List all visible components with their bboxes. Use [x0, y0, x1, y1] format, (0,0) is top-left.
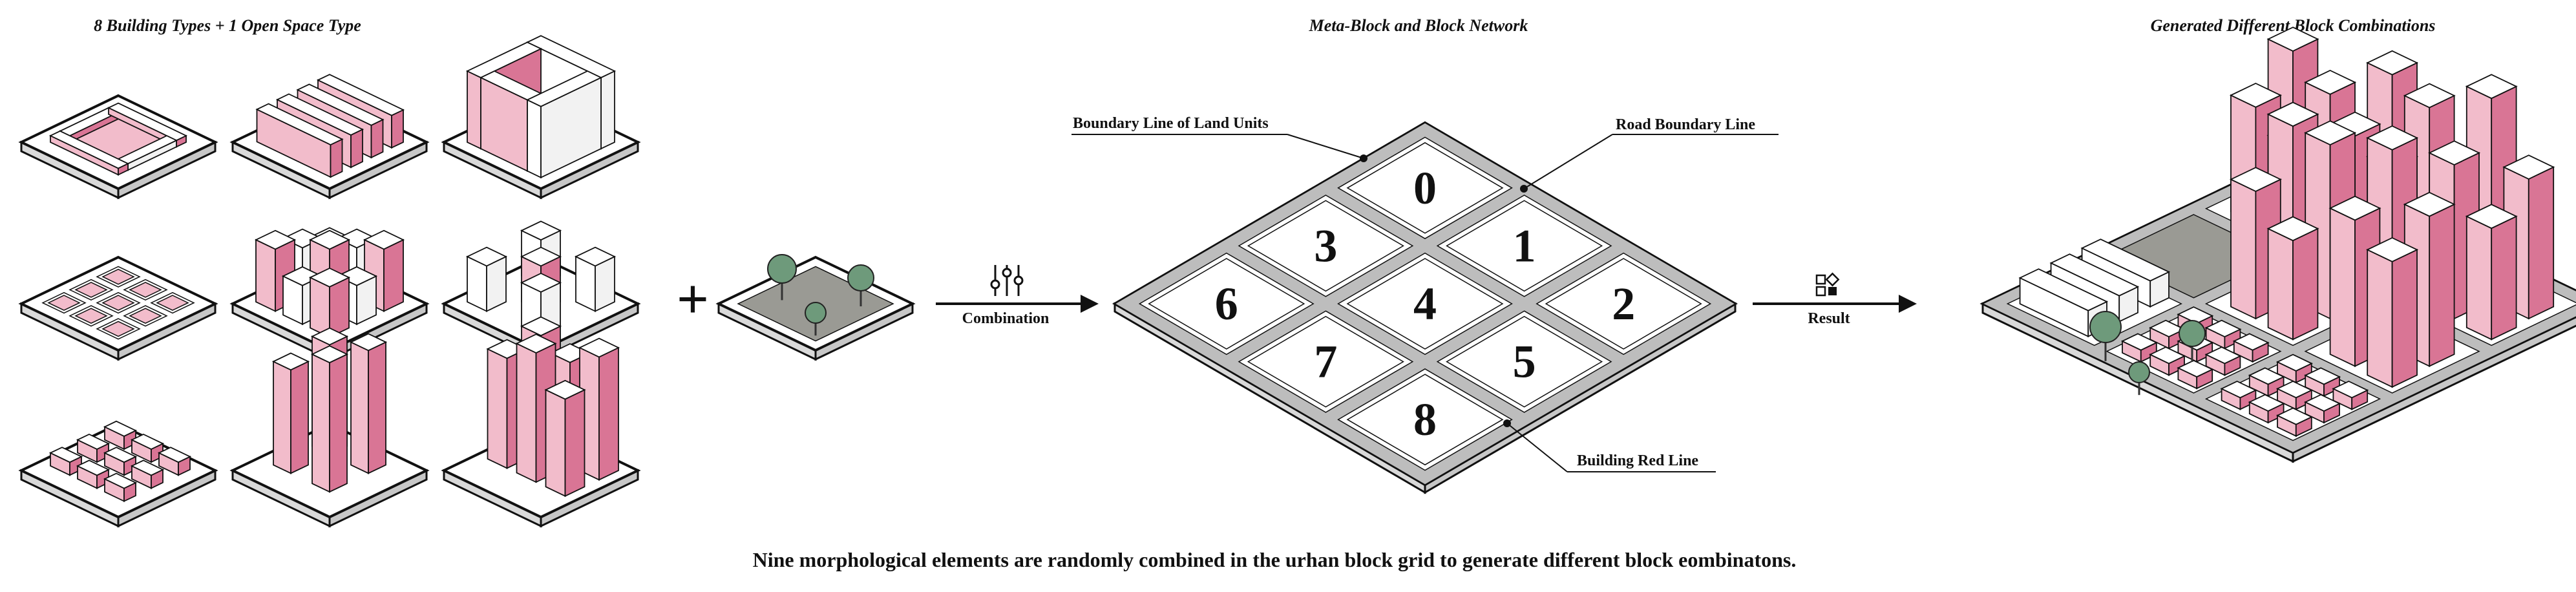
- tree-icon: [2089, 311, 2122, 361]
- open-space-tile: [715, 254, 916, 361]
- grid-number: 2: [1612, 278, 1635, 330]
- building-type-tile: [229, 227, 430, 361]
- building-type-tile: [441, 220, 641, 361]
- building: [465, 246, 508, 312]
- building: [2332, 381, 2369, 410]
- building: [48, 130, 130, 176]
- plot-inner: [129, 282, 162, 298]
- building-red-line: [1446, 200, 1603, 292]
- building: [2232, 333, 2270, 363]
- label-building-red-line: Building Red Line: [1577, 452, 1698, 469]
- building: [2275, 381, 2313, 410]
- building-type-tile: [18, 94, 218, 200]
- header-meta-block: Meta-Block and Block Network: [1309, 16, 1528, 35]
- building: [2220, 381, 2257, 410]
- building-type-tile: [441, 35, 641, 200]
- grid-number: 7: [1314, 336, 1337, 388]
- building-type-tile: [18, 420, 218, 528]
- building: [271, 352, 310, 474]
- tree-icon: [767, 254, 797, 301]
- plot-inner: [47, 295, 81, 311]
- building: [2149, 346, 2186, 376]
- building-type-tile: [229, 327, 430, 528]
- building: [2204, 346, 2242, 376]
- building: [2304, 394, 2341, 424]
- combination-arrow: Combination: [936, 265, 1099, 327]
- plot-inner: [74, 282, 108, 298]
- meta-block-grid: 0 1 2 3 4 5 6 7 8: [1112, 121, 1738, 494]
- building: [2248, 367, 2285, 397]
- building: [107, 102, 188, 148]
- grid-number: 1: [1513, 220, 1536, 271]
- caption: Nine morphological elements are randomly…: [753, 548, 1797, 571]
- building: [310, 345, 349, 493]
- building: [2275, 407, 2313, 438]
- result-label: Result: [1808, 310, 1850, 327]
- tree-icon: [2179, 320, 2206, 362]
- grid-number: 0: [1413, 162, 1437, 214]
- building-red-line: [1346, 374, 1504, 466]
- building-type-tile: [229, 74, 430, 200]
- plot-inner: [101, 295, 135, 311]
- building-red-line: [1346, 258, 1504, 350]
- building: [574, 246, 617, 312]
- plot-inner: [101, 268, 135, 285]
- building-red-line: [1346, 142, 1504, 234]
- building: [349, 333, 388, 474]
- building: [308, 268, 351, 339]
- building: [2177, 359, 2214, 390]
- building: [525, 70, 603, 179]
- building: [76, 460, 111, 489]
- tree-icon: [847, 264, 874, 306]
- building: [103, 472, 138, 502]
- tree-icon: [805, 302, 827, 336]
- building: [2248, 394, 2285, 424]
- building-type-tile: [18, 255, 218, 361]
- plot-inner: [101, 321, 135, 337]
- result-arrow: Result: [1753, 272, 1917, 327]
- building: [255, 103, 344, 178]
- building-red-line: [1446, 315, 1603, 408]
- building-red-line: [1148, 258, 1305, 350]
- plot-inner: [74, 308, 108, 324]
- building-red-line: [1247, 315, 1404, 408]
- label-road-boundary: Road Boundary Line: [1616, 116, 1755, 133]
- annotation-boundary-land-units: Boundary Line of Land Units: [1072, 115, 1367, 162]
- building: [130, 460, 165, 489]
- grid-number: 8: [1413, 394, 1437, 445]
- building: [2266, 216, 2319, 341]
- grid-squares-icon: [1815, 272, 1840, 297]
- label-boundary-land-units: Boundary Line of Land Units: [1073, 115, 1269, 132]
- grid-number: 5: [1513, 336, 1536, 388]
- building-type-tiles: [18, 35, 641, 528]
- building: [2465, 204, 2518, 341]
- combination-label: Combination: [962, 310, 1050, 327]
- building: [544, 379, 586, 498]
- annotation-road-boundary: Road Boundary Line: [1520, 116, 1779, 193]
- building: [2366, 237, 2419, 388]
- building: [2120, 333, 2158, 363]
- grid-number: 4: [1413, 278, 1437, 330]
- plot-inner: [156, 295, 189, 311]
- tree-icon: [2128, 361, 2150, 396]
- building: [103, 420, 138, 450]
- building-red-line: [1247, 200, 1404, 292]
- building-red-line: [1545, 258, 1702, 350]
- building: [157, 447, 192, 476]
- grid-number: 3: [1314, 220, 1337, 271]
- sliders-icon: [990, 265, 1024, 296]
- plot-inner: [129, 308, 162, 324]
- plus-sign: +: [677, 268, 709, 331]
- result-block: [1980, 26, 2576, 463]
- grid-number: 6: [1215, 278, 1238, 330]
- header-building-types: 8 Building Types + 1 Open Space Type: [94, 16, 361, 35]
- building: [578, 337, 620, 481]
- building: [130, 434, 165, 463]
- annotation-building-red-line: Building Red Line: [1503, 419, 1716, 472]
- building-type-tile: [441, 316, 641, 528]
